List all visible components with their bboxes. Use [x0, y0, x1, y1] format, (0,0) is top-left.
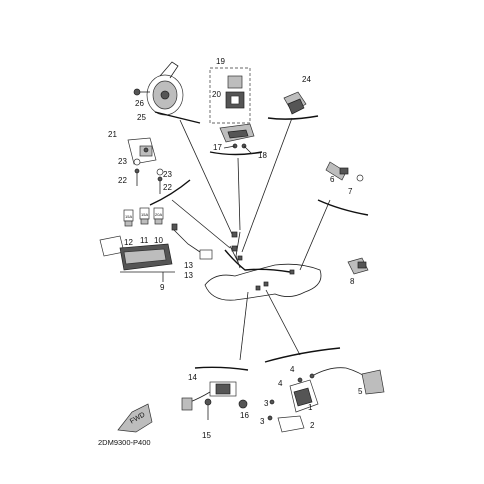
- relay-assembly: [209, 67, 251, 124]
- fuse-label-1: 15A: [125, 214, 132, 219]
- label-16: 16: [240, 411, 249, 420]
- label-15: 15: [202, 431, 211, 440]
- label-3a: 3: [264, 399, 269, 408]
- label-10: 10: [154, 236, 163, 245]
- fuse-label-3: 20A: [155, 212, 162, 217]
- sensor: [317, 161, 369, 216]
- wire-harness: [204, 231, 322, 301]
- label-13a: 13: [184, 261, 193, 270]
- ignition-coil: [264, 347, 385, 433]
- diagram-code: 2DM9300-P400: [98, 438, 151, 447]
- label-19: 19: [216, 57, 225, 66]
- starter-relay: [181, 366, 249, 420]
- label-3b: 3: [260, 417, 265, 426]
- label-13b: 13: [184, 271, 193, 280]
- fwd-arrow-icon: [117, 403, 153, 433]
- fuse-label-2: 15A: [141, 212, 148, 217]
- label-21: 21: [108, 130, 117, 139]
- wire-lead: [171, 223, 213, 260]
- label-12: 12: [124, 238, 133, 247]
- fuse-box: [99, 235, 175, 273]
- label-14: 14: [188, 373, 197, 382]
- label-17: 17: [213, 143, 222, 152]
- mount-bracket: [127, 137, 164, 194]
- label-4b: 4: [278, 379, 283, 388]
- label-4a: 4: [290, 365, 295, 374]
- label-20: 20: [212, 90, 221, 99]
- label-7: 7: [348, 187, 353, 196]
- label-24: 24: [302, 75, 311, 84]
- label-22a: 22: [118, 176, 127, 185]
- label-8: 8: [350, 277, 355, 286]
- label-9: 9: [160, 283, 165, 292]
- label-23b: 23: [163, 170, 172, 179]
- label-1: 1: [308, 403, 313, 412]
- label-2: 2: [310, 421, 315, 430]
- label-26: 26: [135, 99, 144, 108]
- fuses: [123, 207, 164, 227]
- bracket-assembly: [209, 123, 263, 156]
- label-22b: 22: [163, 183, 172, 192]
- label-6: 6: [330, 175, 335, 184]
- horn: [133, 61, 201, 124]
- label-11: 11: [140, 236, 149, 245]
- label-18: 18: [258, 151, 267, 160]
- label-25: 25: [137, 113, 146, 122]
- flasher-relay: [267, 91, 319, 120]
- side-stand-switch: [347, 257, 369, 275]
- label-23a: 23: [118, 157, 127, 166]
- label-5: 5: [358, 387, 363, 396]
